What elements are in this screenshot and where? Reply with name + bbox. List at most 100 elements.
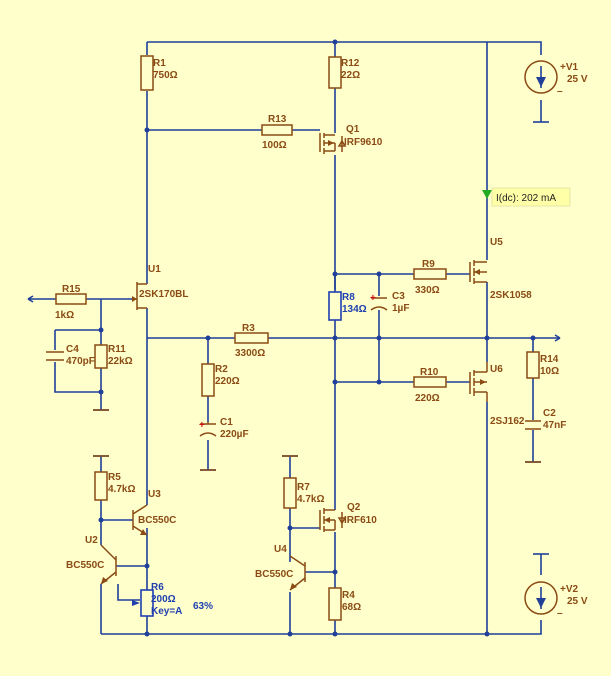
u2-bjt[interactable]: U2 BC550C	[66, 535, 117, 585]
ground-symbols	[93, 409, 541, 471]
r14-resistor[interactable]: R14 10Ω	[526, 351, 559, 379]
u3-value: BC550C	[138, 515, 176, 526]
r12-value: 22Ω	[341, 70, 360, 81]
u4-bjt[interactable]: U4 BC550C	[255, 544, 306, 591]
r11-resistor[interactable]: R11 22kΩ	[94, 344, 133, 369]
c4-value: 470pF	[66, 356, 95, 367]
u1-value: 2SK170BL	[139, 289, 188, 300]
r4-resistor[interactable]: R4 68Ω	[328, 587, 361, 621]
u6-mosfet[interactable]: U6 2SJ162	[469, 362, 525, 427]
r6-ref: R6	[151, 582, 164, 593]
r3-value: 3300Ω	[235, 348, 265, 359]
current-probe[interactable]: I(dc): 202 mA	[482, 187, 571, 207]
r2-resistor[interactable]: R2 220Ω	[201, 363, 240, 397]
r15-ref: R15	[62, 284, 81, 295]
q1-mosfet[interactable]: Q1 IRF9610	[319, 124, 383, 154]
r1-resistor[interactable]: R1 750Ω	[140, 55, 178, 91]
r9-value: 330Ω	[415, 285, 440, 296]
c1-plus: +	[199, 420, 205, 431]
c2-capacitor[interactable]: C2 47nF	[525, 408, 566, 431]
u3-ref: U3	[148, 489, 161, 500]
u4-value: BC550C	[255, 569, 293, 580]
v1-voltage-source[interactable]: +V1 25 V –	[524, 60, 588, 123]
q1-value: IRF9610	[344, 137, 383, 148]
v1-value: 25 V	[567, 74, 588, 85]
u1-jfet[interactable]: U1 2SK170BL	[132, 264, 188, 310]
r13-ref: R13	[268, 114, 287, 125]
u6-value: 2SJ162	[490, 416, 525, 427]
r9-resistor[interactable]: R9 330Ω	[413, 259, 447, 296]
r5-resistor[interactable]: R5 4.7kΩ	[94, 471, 135, 501]
q1-ref: Q1	[346, 124, 360, 135]
r5-ref: R5	[108, 472, 121, 483]
r12-ref: R12	[341, 58, 360, 69]
r14-value: 10Ω	[540, 366, 559, 377]
r9-ref: R9	[422, 259, 435, 270]
u6-ref: U6	[490, 364, 503, 375]
r1-ref: R1	[153, 58, 166, 69]
c3-plus: +	[370, 293, 376, 304]
v2-minus: –	[557, 608, 563, 619]
c2-value: 47nF	[543, 420, 566, 431]
junctions	[98, 39, 536, 637]
u2-ref: U2	[85, 535, 98, 546]
r15-value: 1kΩ	[55, 310, 74, 321]
u2-value: BC550C	[66, 560, 104, 571]
c1-value: 220µF	[220, 429, 249, 440]
r1-value: 750Ω	[153, 70, 178, 81]
probe-marker-icon	[482, 190, 492, 199]
r10-resistor[interactable]: R10 220Ω	[413, 367, 447, 404]
v1-ref: +V1	[560, 62, 579, 73]
q2-value: IRF610	[344, 515, 377, 526]
r6-key: Key=A	[151, 606, 182, 617]
v2-value: 25 V	[567, 596, 588, 607]
r15-resistor[interactable]: R15 1kΩ	[55, 284, 87, 321]
r13-value: 100Ω	[262, 140, 287, 151]
r2-value: 220Ω	[215, 376, 240, 387]
r11-value: 22kΩ	[108, 356, 133, 367]
u3-bjt[interactable]: U3 BC550C	[132, 489, 176, 536]
q2-mosfet[interactable]: Q2 IRF610	[319, 502, 377, 532]
r2-ref: R2	[215, 364, 228, 375]
v1-minus: –	[557, 86, 563, 97]
u1-ref: U1	[148, 264, 161, 275]
wires	[27, 41, 561, 635]
r8-ref: R8	[342, 292, 355, 303]
c2-ref: C2	[543, 408, 556, 419]
r3-ref: R3	[242, 323, 255, 334]
c3-value: 1µF	[392, 303, 409, 314]
v2-ref: +V2	[560, 584, 579, 595]
probe-label: I(dc): 202 mA	[496, 193, 556, 204]
r12-resistor[interactable]: R12 22Ω	[328, 56, 360, 89]
u5-value: 2SK1058	[490, 290, 532, 301]
c1-ref: C1	[220, 417, 233, 428]
c4-capacitor[interactable]: C4 470pF	[46, 344, 95, 367]
r8-resistor[interactable]: R8 134Ω	[328, 291, 367, 321]
c4-ref: C4	[66, 344, 79, 355]
r14-ref: R14	[540, 354, 559, 365]
u5-ref: U5	[490, 237, 503, 248]
r6-value: 200Ω	[151, 594, 176, 605]
r6-setting: 63%	[193, 601, 213, 612]
r4-ref: R4	[342, 590, 355, 601]
u5-mosfet[interactable]: U5 2SK1058	[469, 237, 532, 301]
r13-resistor[interactable]: R13 100Ω	[261, 114, 293, 151]
r6-potentiometer[interactable]: R6 200Ω Key=A 63%	[132, 582, 213, 617]
r3-resistor[interactable]: R3 3300Ω	[234, 323, 269, 359]
c3-capacitor[interactable]: + C3 1µF	[370, 291, 409, 314]
q2-ref: Q2	[347, 502, 361, 513]
r11-ref: R11	[108, 344, 126, 355]
r10-ref: R10	[420, 367, 439, 378]
r4-value: 68Ω	[342, 602, 361, 613]
v2-voltage-source[interactable]: +V2 25 V –	[524, 553, 588, 619]
c1-capacitor[interactable]: + C1 220µF	[199, 417, 249, 440]
r7-value: 4.7kΩ	[297, 494, 324, 505]
r7-resistor[interactable]: R7 4.7kΩ	[283, 477, 324, 509]
r10-value: 220Ω	[415, 393, 440, 404]
r5-value: 4.7kΩ	[108, 484, 135, 495]
c3-ref: C3	[392, 291, 405, 302]
r7-ref: R7	[297, 482, 310, 493]
r8-value: 134Ω	[342, 304, 367, 315]
u4-ref: U4	[274, 544, 287, 555]
